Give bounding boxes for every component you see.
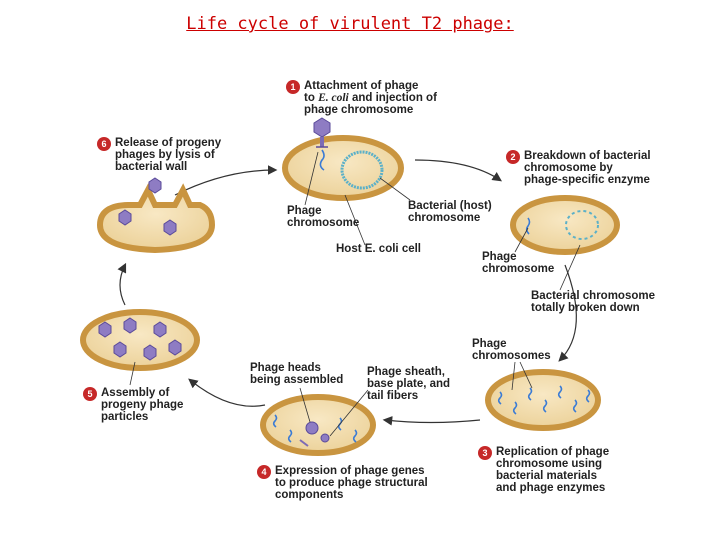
step-number: 4	[257, 465, 271, 479]
label-bacterial-host-chromosome: Bacterial (host) chromosome	[408, 200, 492, 224]
label-bacterial-chromosome-broken: Bacterial chromosome totally broken down	[531, 290, 655, 314]
arrow-step4-to-5	[188, 378, 266, 407]
step-1-text: Attachment of phage to E. coli and injec…	[304, 80, 437, 116]
cell-step4	[260, 394, 376, 456]
arrow-step6-to-1	[174, 165, 278, 196]
arrow-step2-to-3	[558, 264, 577, 362]
cell-step5	[80, 309, 200, 371]
step-4-text: Expression of phage genes to produce pha…	[275, 465, 428, 501]
injected-phage-dna	[319, 149, 325, 171]
attached-phage	[313, 117, 331, 148]
cell-step2	[510, 195, 620, 255]
cell-step3	[485, 369, 601, 431]
step-number: 1	[286, 80, 300, 94]
label-phage-chromosomes: Phage chromosomes	[472, 338, 551, 362]
cell-step1	[282, 117, 404, 201]
step-number: 5	[83, 387, 97, 401]
host-chromosome-ring	[340, 150, 384, 190]
step-5-text: Assembly of progeny phage particles	[101, 387, 184, 423]
step-2-text: Breakdown of bacterial chromosome by pha…	[524, 150, 651, 186]
arrow-step1-to-2	[414, 159, 502, 182]
arrow-step3-to-4	[382, 416, 481, 426]
arrow-step5-to-6	[117, 262, 127, 306]
label-phage-sheath: Phage sheath, base plate, and tail fiber…	[367, 366, 451, 402]
page-title: Life cycle of virulent T2 phage:	[186, 14, 514, 34]
label-host-cell: Host E. coli cell	[336, 243, 421, 255]
step-number: 2	[506, 150, 520, 164]
step-number: 3	[478, 446, 492, 460]
label-phage-chromosome-step1: Phage chromosome	[287, 205, 360, 229]
step-3-text: Replication of phage chromosome using ba…	[496, 446, 610, 494]
label-phage-chromosome-step2: Phage chromosome	[482, 251, 555, 275]
step-6-text: Release of progeny phages by lysis of ba…	[115, 137, 222, 173]
step-number: 6	[97, 137, 111, 151]
cell-step6	[96, 177, 216, 254]
label-phage-heads: Phage heads being assembled	[250, 362, 344, 386]
